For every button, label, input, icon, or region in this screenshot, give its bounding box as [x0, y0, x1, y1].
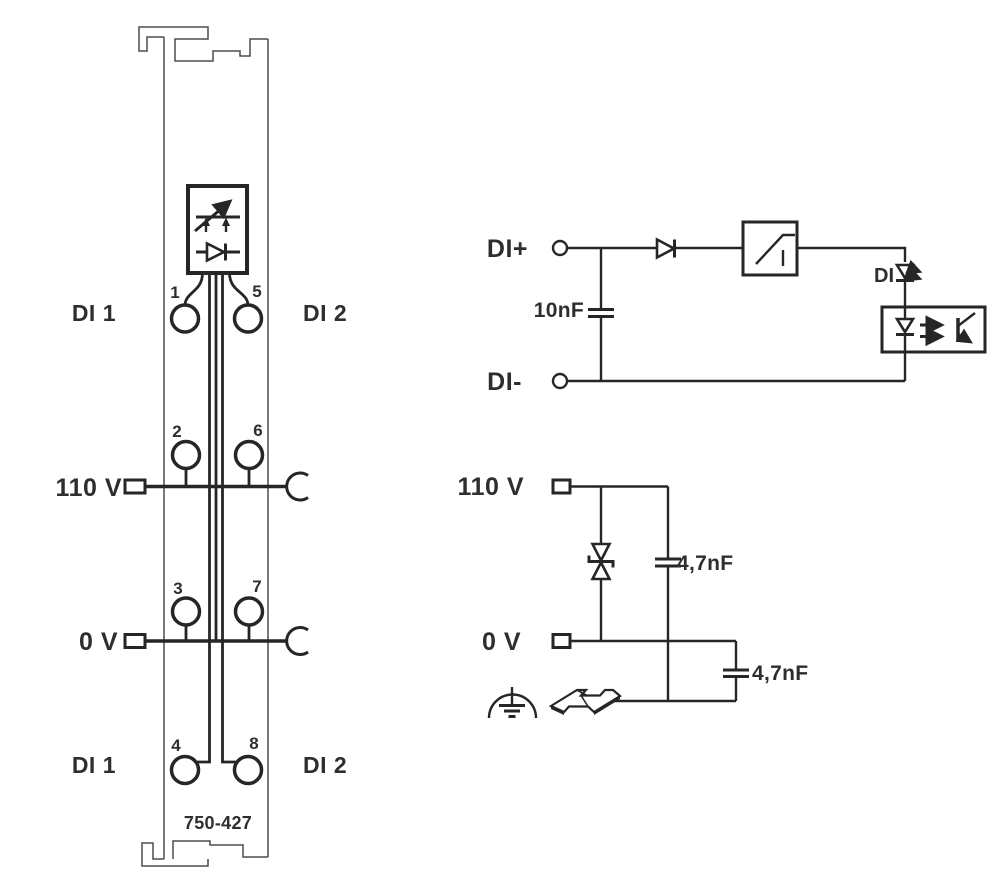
terminal-1 [169, 303, 201, 334]
module-wiring [183, 272, 250, 764]
label-di-plus: DI+ [487, 235, 528, 263]
socket-contact-icon [285, 626, 309, 656]
terminal-2 [170, 439, 202, 471]
power-terminal-0v [123, 626, 309, 656]
din-rail-icon [548, 688, 622, 715]
terminal-4 [169, 754, 201, 786]
terminal-number-6: 6 [253, 421, 262, 440]
label-di2-top: DI 2 [303, 300, 347, 326]
terminal-number-4: 4 [171, 736, 181, 755]
label-di-minus: DI- [487, 368, 522, 396]
label-di-led: DI [874, 265, 894, 287]
status-led-indicator-icon [194, 199, 240, 233]
label-4nf7-top: 4,7nF [677, 552, 733, 575]
label-110v-circuit: 110 V [458, 473, 524, 501]
earth-ground-icon [487, 687, 538, 719]
diode-icon [196, 241, 240, 263]
label-di1-bottom: DI 1 [72, 752, 116, 778]
module-terminals [169, 303, 265, 786]
terminal-8 [232, 754, 264, 786]
label-110v-module: 110 V [56, 474, 122, 502]
socket-contact-icon [285, 471, 309, 502]
label-di2-bottom: DI 2 [303, 752, 347, 778]
capacitor-icon [723, 668, 749, 678]
threshold-switch-icon [741, 220, 799, 277]
rectifier-diode-icon [655, 237, 677, 260]
terminal-number-1: 1 [170, 283, 179, 302]
module-power-rails [123, 471, 309, 656]
label-di1-top: DI 1 [72, 300, 116, 326]
contact-0v [551, 633, 572, 649]
terminal-number-7: 7 [252, 577, 261, 596]
terminal-6 [233, 439, 265, 471]
module-labels: DI 1 DI 2 110 V 0 V DI 1 DI 2 1 5 2 6 3 … [56, 282, 347, 833]
status-led-box [186, 184, 249, 275]
module-outline [138, 26, 269, 867]
label-0v-circuit: 0 V [482, 628, 521, 656]
label-4nf7-bottom: 4,7nF [752, 662, 808, 685]
capacitor-icon [588, 308, 614, 318]
terminal-7 [233, 596, 265, 627]
led-icon [894, 259, 923, 282]
terminal-number-8: 8 [249, 734, 258, 753]
di-plus-contact [551, 239, 569, 257]
part-number: 750-427 [184, 813, 252, 833]
terminal-3 [170, 596, 202, 627]
supply-circuit: 110 V 0 V 4,7nF 4,7nF [458, 473, 808, 719]
label-0v-module: 0 V [79, 628, 118, 656]
terminal-5 [232, 303, 264, 334]
di-minus-contact [551, 372, 569, 390]
contact-110v [551, 478, 572, 495]
optocoupler-icon [880, 305, 987, 354]
power-terminal-110v [123, 471, 309, 502]
label-10nf: 10nF [534, 299, 584, 322]
terminal-number-3: 3 [173, 579, 182, 598]
tvs-suppressor-icon [587, 542, 615, 581]
terminal-number-5: 5 [252, 282, 261, 301]
terminal-number-2: 2 [172, 422, 181, 441]
input-circuit: DI+ DI- 10nF DI [487, 220, 987, 396]
